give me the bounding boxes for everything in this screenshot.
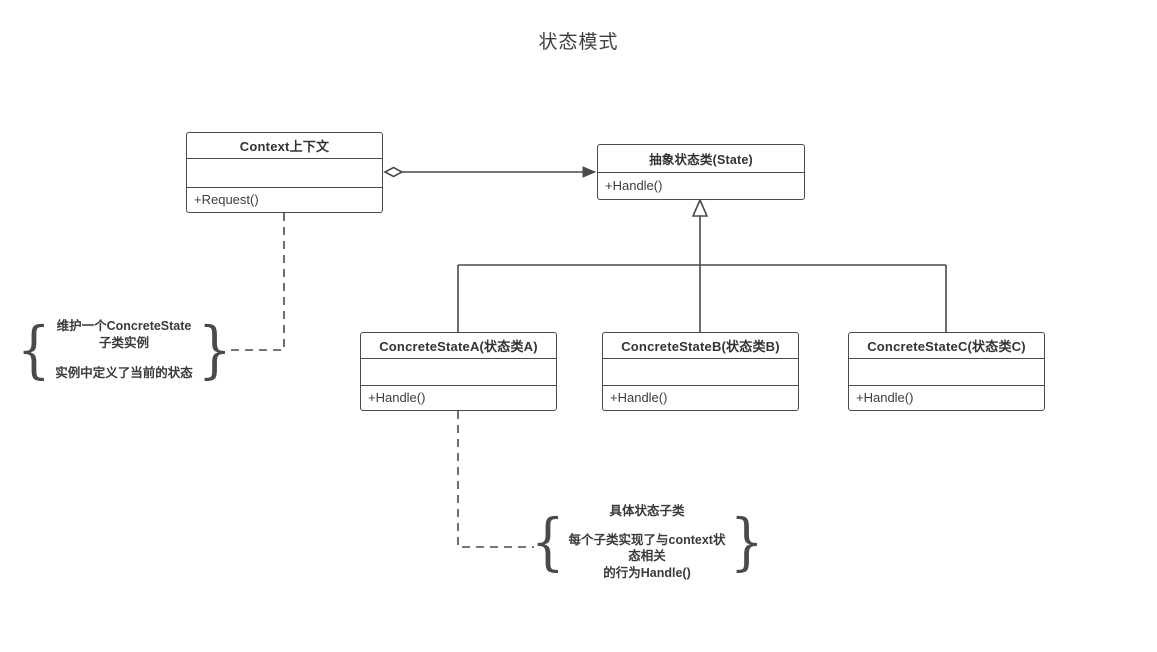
uml-class-concrete-state-b[interactable]: ConcreteStateB(状态类B) +Handle() [602, 332, 799, 411]
note-context-line-2: 实例中定义了当前的状态 [55, 366, 193, 381]
uml-class-state-operations: +Handle() [598, 172, 804, 198]
note-concrete-states-line-1: 具体状态子类 [609, 504, 685, 519]
note-concrete-states: { 具体状态子类 每个子类实现了与context状态相关 的行为Handle()… [530, 503, 764, 581]
aggregation-edge-context-state [383, 166, 597, 178]
uml-class-concrete-state-b-operations: +Handle() [603, 385, 798, 409]
uml-class-concrete-state-c-name: ConcreteStateC(状态类C) [867, 339, 1026, 354]
note-context-body: 维护一个ConcreteState子类实例 实例中定义了当前的状态 [53, 318, 194, 383]
generalization-edge-tree [457, 198, 947, 332]
note-concrete-states-line-3: 的行为Handle() [603, 565, 691, 580]
note-link-context [230, 213, 285, 351]
uml-class-concrete-state-a[interactable]: ConcreteStateA(状态类A) +Handle() [360, 332, 557, 411]
note-context-line-1: 维护一个ConcreteState子类实例 [56, 318, 192, 350]
note-context: { 维护一个ConcreteState子类实例 实例中定义了当前的状态 } [16, 313, 232, 386]
uml-class-context[interactable]: Context上下文 +Request() [186, 132, 383, 213]
uml-class-concrete-state-b-attributes [603, 358, 798, 385]
uml-class-concrete-state-a-operations: +Handle() [361, 385, 556, 409]
uml-class-context-name: Context上下文 [239, 139, 330, 154]
uml-class-concrete-state-a-attributes [361, 358, 556, 385]
note-link-concrete [457, 411, 534, 548]
uml-class-concrete-state-c-attributes [849, 358, 1044, 385]
uml-class-concrete-state-b-name: ConcreteStateB(状态类B) [621, 339, 780, 354]
note-concrete-states-body: 具体状态子类 每个子类实现了与context状态相关 的行为Handle() [567, 503, 726, 581]
uml-class-state[interactable]: 抽象状态类(State) +Handle() [597, 144, 805, 200]
uml-class-state-name: 抽象状态类(State) [649, 153, 753, 167]
uml-class-concrete-state-c-operations: +Handle() [849, 385, 1044, 409]
page-title: 状态模式 [538, 32, 619, 53]
uml-class-concrete-state-a-name: ConcreteStateA(状态类A) [379, 339, 538, 354]
note-concrete-states-line-2: 每个子类实现了与context状态相关 [568, 533, 726, 564]
uml-class-context-attributes [187, 158, 382, 187]
note-concrete-states-detail: 每个子类实现了与context状态相关 的行为Handle() [567, 532, 726, 581]
uml-class-context-operations: +Request() [187, 187, 382, 211]
uml-class-concrete-state-c[interactable]: ConcreteStateC(状态类C) +Handle() [848, 332, 1045, 411]
